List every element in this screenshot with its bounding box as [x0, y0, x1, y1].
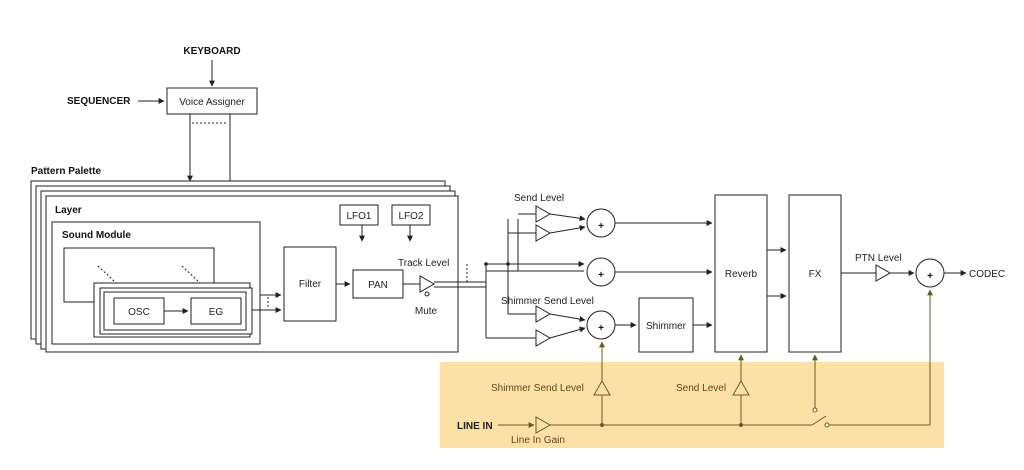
- lfo1-label: LFO1: [346, 211, 371, 222]
- track-level-label: Track Level: [398, 258, 449, 269]
- shimmer-label: Shimmer: [646, 321, 687, 332]
- fx-box: [788, 194, 842, 353]
- eg-box: [190, 297, 242, 325]
- voice-assigner-label: Voice Assigner: [179, 97, 245, 108]
- fx-label: FX: [809, 269, 822, 280]
- pan-box: [352, 269, 404, 299]
- filter-label: Filter: [299, 279, 322, 290]
- lfo2-box: [391, 204, 431, 226]
- pan-label: PAN: [368, 280, 388, 291]
- svg-text:+: +: [598, 323, 604, 334]
- pattern-palette-label: Pattern Palette: [31, 166, 101, 177]
- shimmer-send-level-bottom-label: Shimmer Send Level: [491, 383, 584, 394]
- voice-assigner-box: [166, 87, 258, 115]
- keyboard-label: KEYBOARD: [183, 46, 240, 57]
- svg-text:+: +: [927, 271, 933, 282]
- shimmer-send-level-bottom-amp: [593, 379, 611, 396]
- reverb-box: [714, 194, 768, 353]
- ptn-level-amp: [875, 264, 892, 282]
- mute-label: Mute: [415, 306, 438, 317]
- lfo1-box: [339, 204, 379, 226]
- layer-label: Layer: [55, 205, 82, 216]
- track-level-amp: [419, 275, 436, 293]
- line-in-panel: [440, 362, 944, 448]
- shimmer-send-level-top-label: Shimmer Send Level: [501, 296, 594, 307]
- reverb-label: Reverb: [725, 269, 758, 280]
- svg-text:+: +: [598, 221, 604, 232]
- filter-box: [283, 246, 337, 322]
- sound-module-label: Sound Module: [62, 230, 131, 241]
- sequencer-label: SEQUENCER: [67, 96, 131, 107]
- line-in-switch-contact: [812, 407, 818, 413]
- eg-label: EG: [209, 307, 224, 318]
- codec-label: CODEC: [969, 269, 1005, 280]
- ptn-level-label: PTN Level: [855, 253, 902, 264]
- svg-text:+: +: [598, 270, 604, 281]
- osc-label: OSC: [128, 307, 150, 318]
- send-level-bottom-label: Send Level: [676, 383, 726, 394]
- line-in-gain-amp: [535, 416, 552, 434]
- line-in-gain-label: Line In Gain: [511, 435, 565, 446]
- lfo2-label: LFO2: [398, 211, 423, 222]
- send-level-top-label: Send Level: [514, 193, 564, 204]
- line-in-label: LINE IN: [457, 421, 493, 432]
- shimmer-box: [638, 297, 694, 353]
- send-level-bottom-amp: [732, 379, 750, 396]
